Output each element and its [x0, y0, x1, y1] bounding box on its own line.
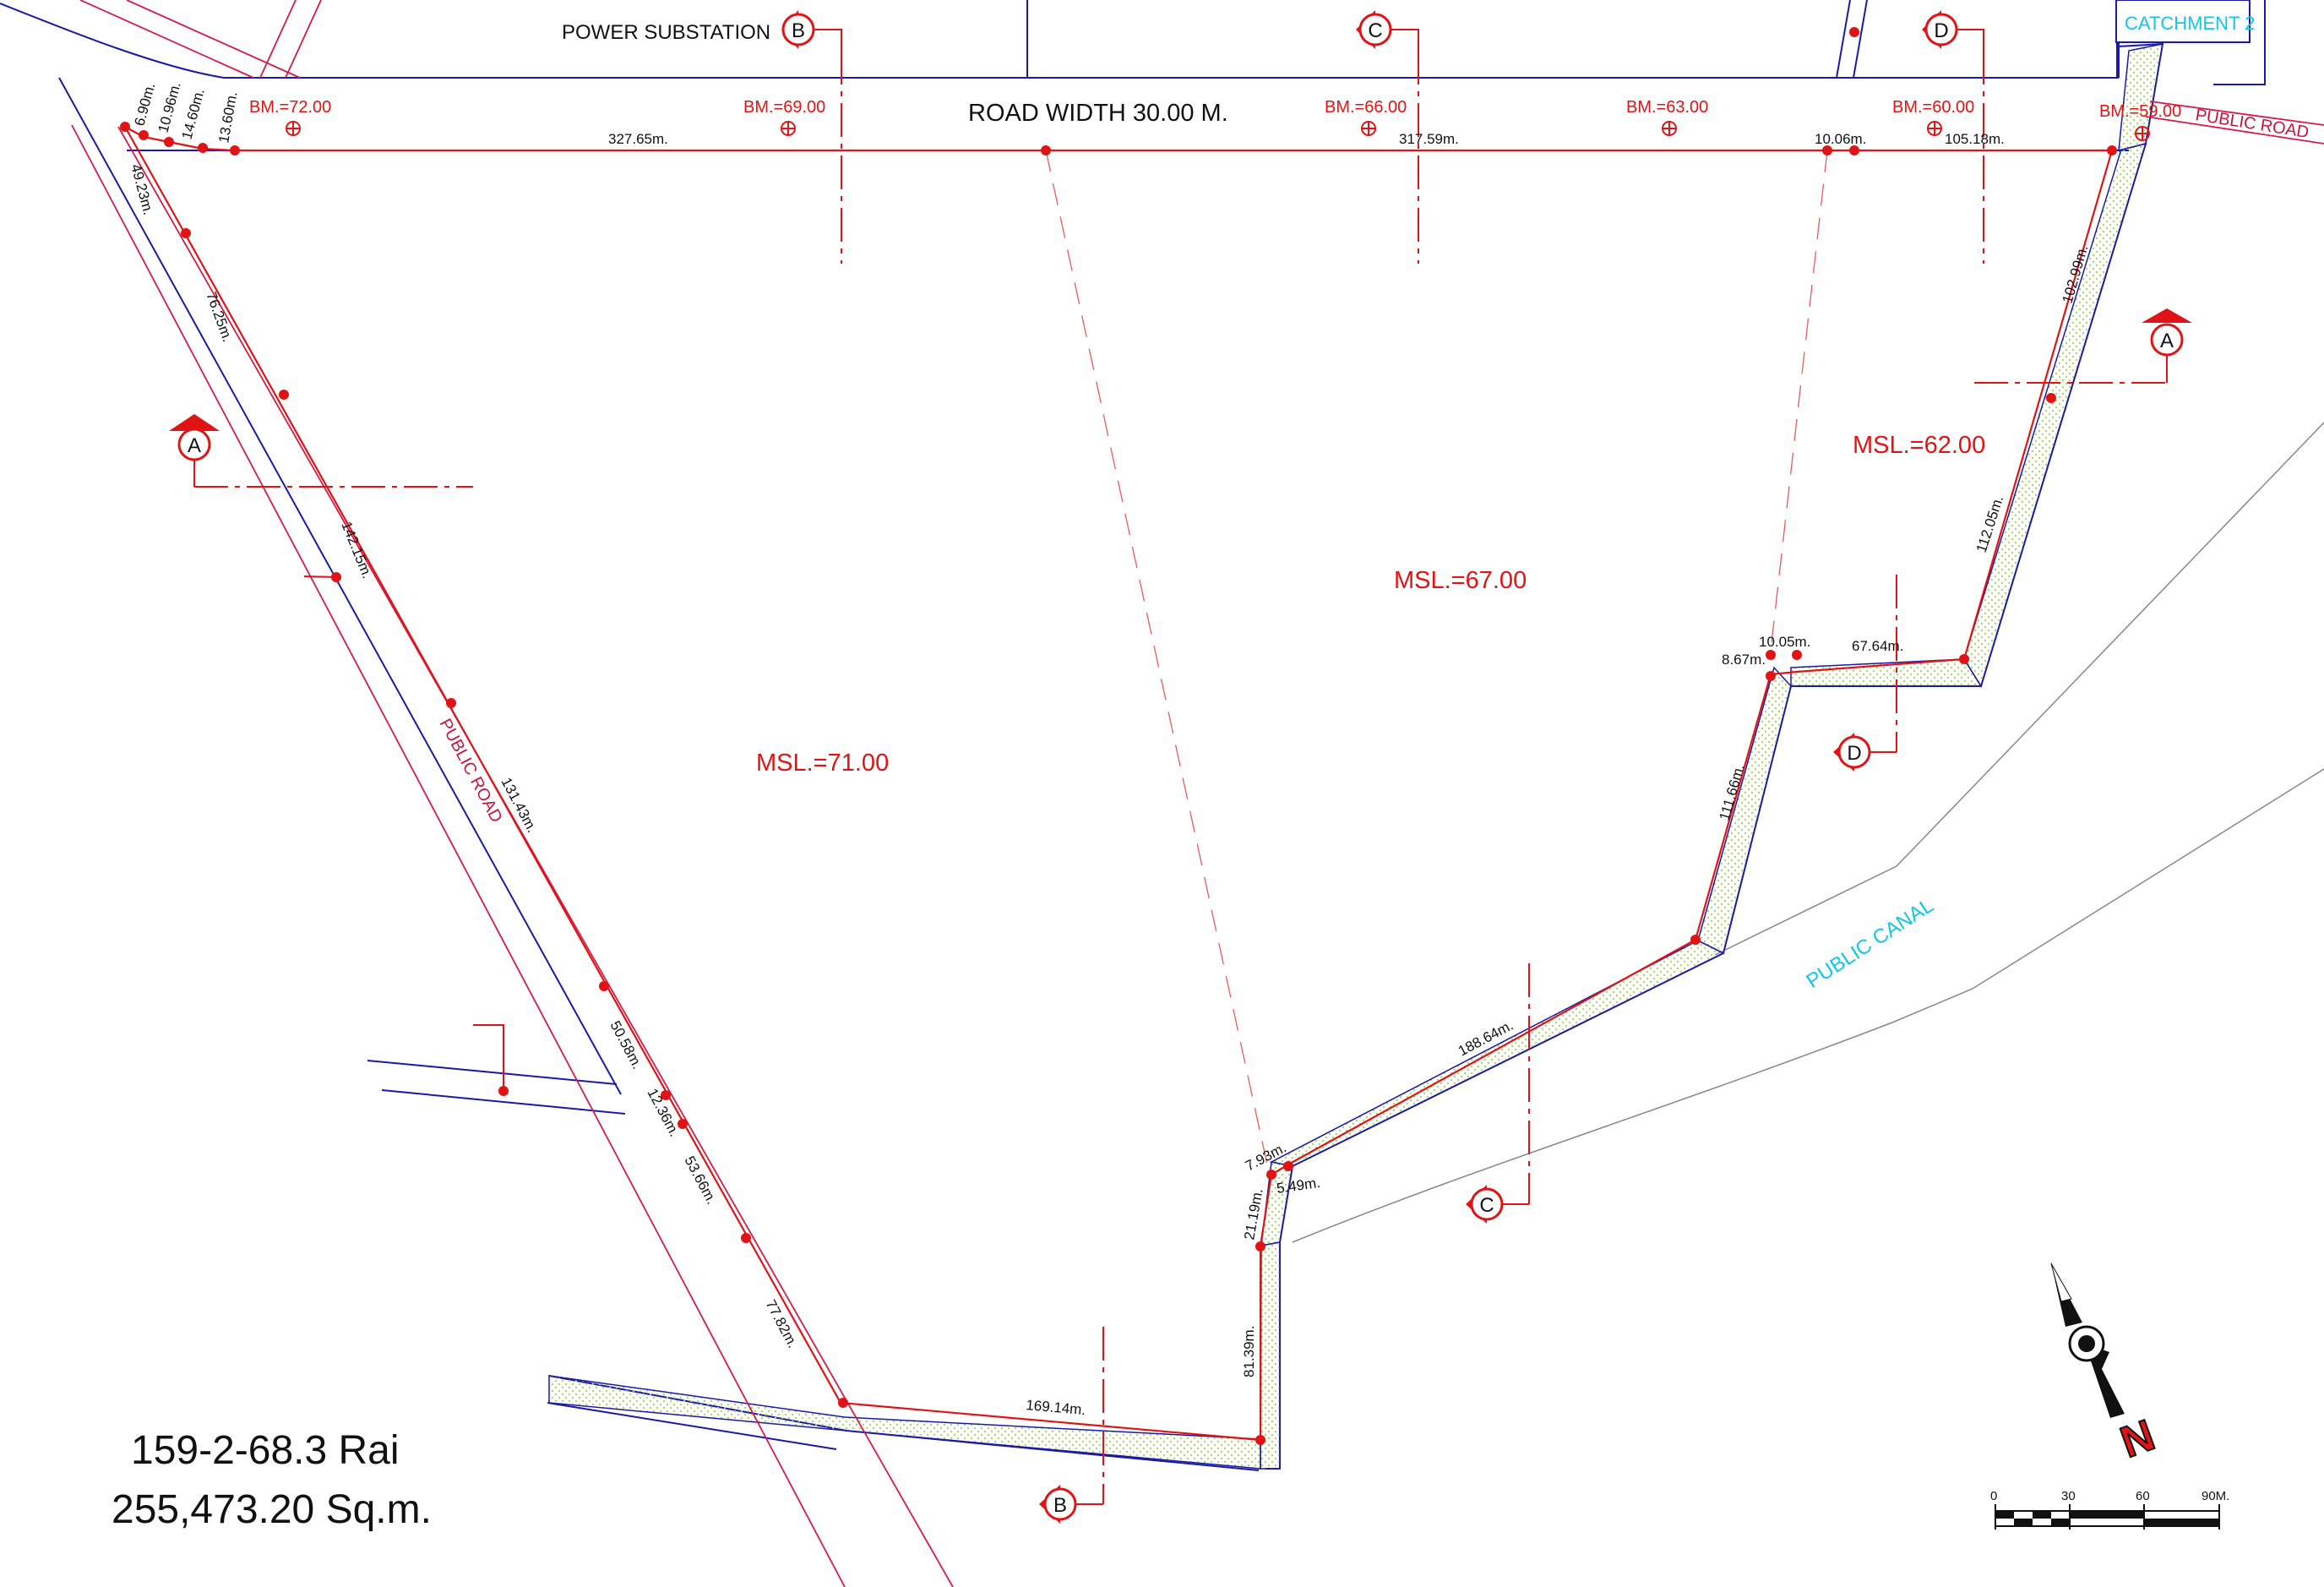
section-c1-label: C: [1368, 19, 1382, 42]
road-width-label: ROAD WIDTH 30.00 M.: [968, 100, 1228, 127]
dimension-label: 77.82m.: [762, 1297, 801, 1350]
section-a1-label: A: [188, 434, 201, 457]
land-boundary: [124, 126, 2114, 1442]
benchmark-label: BM.=66.00: [1325, 98, 1407, 117]
dimension-label: 8.67m.: [1722, 652, 1766, 668]
scale-tick-label: 90M.: [2202, 1489, 2229, 1503]
dimension-label: 6.90m.: [132, 81, 159, 128]
msl-label-left: MSL.=71.00: [756, 750, 889, 777]
boundary-points: [120, 27, 2117, 1445]
scale-tick-label: 0: [1990, 1489, 1997, 1503]
north-label: N: [2114, 1410, 2161, 1467]
section-leaders: [193, 29, 2168, 1505]
dimension-label: 53.66m.: [681, 1153, 720, 1207]
section-b2-label: B: [1053, 1494, 1067, 1517]
dimension-label: 131.43m.: [498, 775, 540, 836]
scale-bar: 0 30 60 90M.: [1990, 1489, 2229, 1530]
public-canal-label: PUBLIC CANAL: [1803, 894, 1938, 993]
dimension-label: 327.65m.: [608, 131, 668, 147]
green-strip: [548, 43, 2163, 1470]
area-sqm-label: 255,473.20 Sq.m.: [112, 1487, 432, 1532]
dashed-division: [1045, 150, 1828, 1165]
benchmark-label: BM.=69.00: [743, 98, 825, 117]
msl-label-right: MSL.=62.00: [1853, 432, 1985, 459]
msl-label-center: MSL.=67.00: [1394, 567, 1527, 594]
section-marker-d2: D: [1833, 733, 1871, 772]
benchmark-symbols: [286, 121, 2150, 141]
road-lines: [0, 0, 2324, 1471]
benchmark-label: BM.=60.00: [1892, 98, 1974, 117]
section-b1-label: B: [792, 19, 805, 42]
power-substation-label: POWER SUBSTATION: [562, 21, 770, 44]
north-arrow-icon: N: [2050, 1263, 2162, 1469]
section-marker-b1: B: [781, 10, 815, 49]
area-rai-label: 159-2-68.3 Rai: [131, 1428, 400, 1473]
dimension-label: 81.39m.: [1241, 1326, 1257, 1377]
section-a2-label: A: [2160, 330, 2174, 352]
dimension-labels: 6.90m. 10.96m. 14.60m. 13.60m. 327.65m. …: [128, 80, 2091, 1418]
dimension-label: 142.15m.: [338, 519, 375, 581]
benchmark-label: BM.=72.00: [249, 98, 331, 117]
catchment-box: [2115, 0, 2251, 43]
public-road-label: PUBLIC ROAD: [436, 716, 506, 826]
public-road-label: PUBLIC ROAD: [2194, 106, 2310, 142]
section-d1-label: D: [1934, 19, 1948, 42]
dimension-label: 317.59m.: [1399, 131, 1459, 147]
dimension-label: 10.05m.: [1759, 634, 1810, 650]
section-marker-d1: D: [1922, 10, 1958, 49]
scale-tick-label: 30: [2061, 1489, 2076, 1503]
scale-tick-label: 60: [2136, 1489, 2150, 1503]
section-marker-a1: A: [169, 414, 220, 461]
benchmark-label: BM.=59.00: [2099, 102, 2181, 121]
dimension-label: 10.96m.: [155, 80, 184, 134]
dimension-label: 169.14m.: [1026, 1397, 1086, 1418]
section-lines: [194, 51, 2167, 1504]
section-marker-a2: A: [2142, 308, 2192, 357]
section-marker-c2: C: [1466, 1185, 1504, 1224]
dimension-label: 67.64m.: [1852, 638, 1903, 654]
section-d2-label: D: [1847, 742, 1861, 765]
section-marker-b2: B: [1039, 1485, 1077, 1524]
dimension-label: 13.60m.: [215, 90, 240, 145]
catchment-label: CATCHMENT 2: [2125, 13, 2255, 34]
benchmark-label: BM.=63.00: [1626, 98, 1708, 117]
public-road: [71, 0, 2324, 1587]
section-marker-c1: C: [1356, 10, 1392, 49]
dimension-label: 105.18m.: [1945, 131, 2005, 147]
dimension-label: 10.06m.: [1815, 131, 1866, 147]
dimension-label: 14.60m.: [179, 87, 208, 141]
section-c2-label: C: [1479, 1194, 1494, 1217]
